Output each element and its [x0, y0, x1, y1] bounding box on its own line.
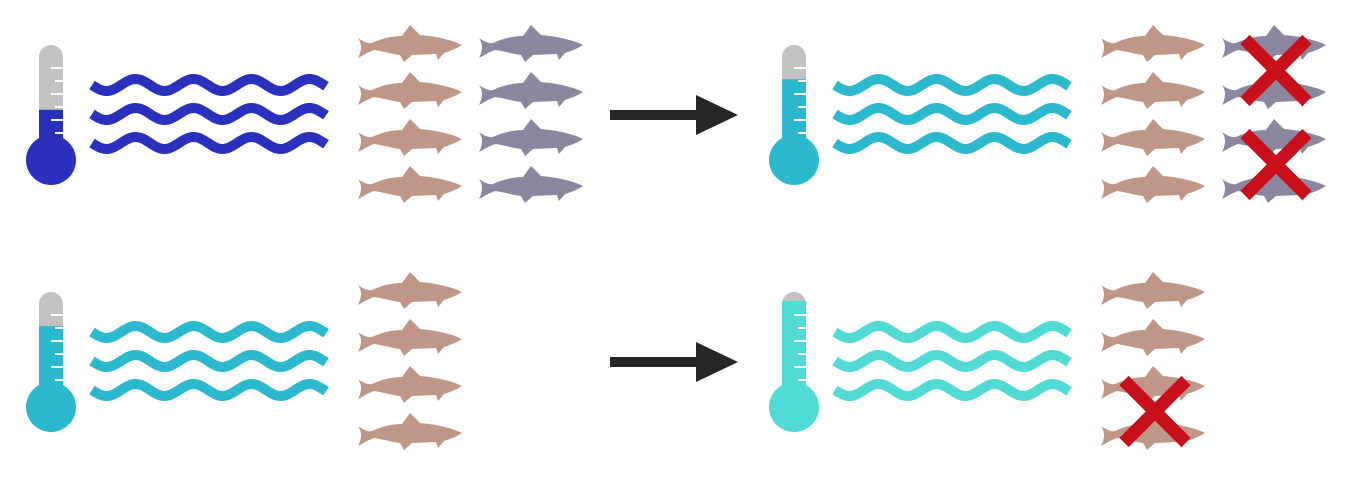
fish-icon	[1101, 119, 1205, 156]
thermometer-bulb	[26, 135, 76, 185]
thermometer-tick	[51, 67, 63, 69]
thermometer-tick	[55, 106, 63, 108]
wave-line	[89, 102, 329, 126]
thermometer-tick	[798, 353, 806, 355]
arrow-right-icon	[610, 342, 738, 382]
fish-column	[358, 272, 462, 450]
thermometer-icon	[769, 292, 819, 432]
thermometer-icon	[769, 45, 819, 185]
panel	[769, 272, 1205, 450]
fish-icon	[358, 25, 462, 62]
fish-icon	[358, 72, 462, 109]
fish-icon	[1101, 72, 1205, 109]
fish-icon	[1101, 319, 1205, 356]
thermometer-tick	[794, 93, 806, 95]
thermometer-tick	[794, 119, 806, 121]
red-x-mark	[1240, 128, 1312, 201]
wave-line	[832, 131, 1072, 155]
thermometer-tick	[51, 340, 63, 342]
scenario-one-species	[26, 272, 1205, 450]
temperature-fill	[39, 326, 63, 392]
thermometer-tick	[55, 80, 63, 82]
thermometer-tick	[51, 314, 63, 316]
temperature-fill	[782, 301, 806, 392]
thermometer-tick	[794, 67, 806, 69]
wave-line	[89, 73, 329, 97]
fish-icon	[358, 319, 462, 356]
water-waves-icon	[832, 320, 1072, 402]
thermometer-tick	[798, 379, 806, 381]
thermometer-tick	[798, 106, 806, 108]
fish-icon	[1101, 25, 1205, 62]
thermometer-tick	[55, 379, 63, 381]
fish-icon	[358, 366, 462, 403]
thermometer-tick	[798, 80, 806, 82]
thermometer-icon	[26, 292, 76, 432]
fish-icon	[479, 72, 583, 109]
scenario-two-species	[26, 25, 1326, 203]
panel	[26, 25, 583, 203]
fish-icon	[1101, 272, 1205, 309]
thermometer-bulb	[26, 382, 76, 432]
wave-line	[832, 378, 1072, 402]
water-waves-icon	[89, 320, 329, 402]
fish-icon	[479, 166, 583, 203]
fish-icon	[479, 119, 583, 156]
temperature-fill	[782, 79, 806, 145]
thermometer-bulb	[769, 135, 819, 185]
thermometer-tick	[794, 340, 806, 342]
water-waves-icon	[832, 73, 1072, 155]
thermometer-tick	[55, 132, 63, 134]
wave-line	[89, 131, 329, 155]
red-x-mark	[1119, 375, 1191, 448]
wave-line	[832, 73, 1072, 97]
thermometer-icon	[26, 45, 76, 185]
fish-icon	[358, 272, 462, 309]
fish-column	[1222, 25, 1326, 203]
thermometer-tick	[794, 314, 806, 316]
thermometer-tick	[55, 353, 63, 355]
thermometer-tick	[51, 366, 63, 368]
wave-line	[832, 320, 1072, 344]
red-x-mark	[1240, 34, 1312, 107]
fish-column	[479, 25, 583, 203]
thermometer-tick	[794, 366, 806, 368]
thermometer-bulb	[769, 382, 819, 432]
thermometer-tick	[51, 93, 63, 95]
fish-column	[1101, 272, 1205, 450]
arrow-right-icon	[610, 95, 738, 135]
water-waves-icon	[89, 73, 329, 155]
fish-icon	[479, 25, 583, 62]
thermometer-tick	[55, 327, 63, 329]
fish-icon	[358, 119, 462, 156]
wave-line	[89, 320, 329, 344]
thermometer-tick	[798, 327, 806, 329]
fish-column	[1101, 25, 1205, 203]
fish-icon	[358, 166, 462, 203]
fish-column	[358, 25, 462, 203]
wave-line	[89, 349, 329, 373]
fish-icon	[1101, 166, 1205, 203]
thermometer-tick	[798, 132, 806, 134]
panel	[769, 25, 1326, 203]
thermometer-tick	[51, 119, 63, 121]
wave-line	[89, 378, 329, 402]
wave-line	[832, 349, 1072, 373]
fish-icon	[358, 413, 462, 450]
wave-line	[832, 102, 1072, 126]
panel	[26, 272, 462, 450]
